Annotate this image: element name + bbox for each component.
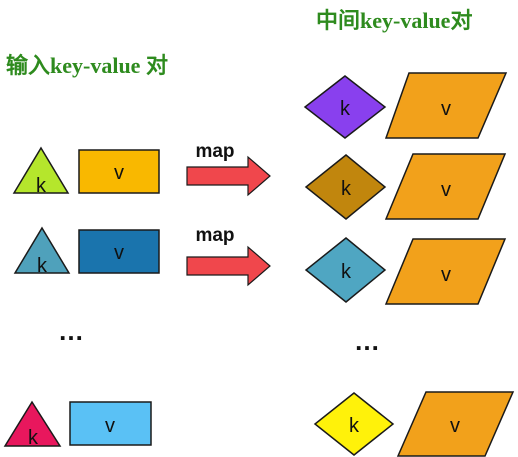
intermediate-pair-3: k v xyxy=(304,237,507,305)
intermediate-value-2-label: v xyxy=(441,179,451,201)
map-arrow-1: map xyxy=(186,141,271,197)
input-key-1-label: k xyxy=(36,175,47,197)
input-value-1-label: v xyxy=(114,162,124,184)
input-value-1-rect xyxy=(78,149,160,194)
intermediate-key-4-diamond xyxy=(313,392,395,456)
input-pair-3: k v xyxy=(3,400,152,449)
input-pairs-title: 输入key-value 对 xyxy=(6,53,168,78)
map-arrow-2-label: map xyxy=(195,225,234,246)
intermediate-key-4-label: k xyxy=(349,415,360,437)
map-arrow-2-shape xyxy=(186,245,271,287)
intermediate-value-3-parallelogram xyxy=(384,238,507,305)
intermediate-value-4-parallelogram xyxy=(396,391,515,457)
input-key-3-label: k xyxy=(28,427,39,449)
intermediate-pair-2: k v xyxy=(304,153,507,220)
input-value-3-rect xyxy=(69,401,152,446)
input-pair-1: k v xyxy=(12,146,160,197)
intermediate-key-1-diamond xyxy=(303,75,387,139)
intermediate-value-4-label: v xyxy=(450,415,460,437)
intermediate-key-1-label: k xyxy=(340,98,351,120)
intermediate-value-1-parallelogram xyxy=(384,72,508,139)
intermediate-key-3-diamond xyxy=(304,237,387,303)
intermediate-ellipsis: … xyxy=(354,326,380,356)
input-value-2-label: v xyxy=(114,242,124,264)
input-key-2-label: k xyxy=(37,255,48,277)
input-ellipsis: … xyxy=(58,316,84,346)
intermediate-pair-1: k v xyxy=(303,72,508,139)
input-value-3-label: v xyxy=(105,415,115,437)
input-key-2-triangle xyxy=(13,226,71,274)
map-arrow-2: map xyxy=(186,225,271,287)
input-key-3-triangle xyxy=(3,400,62,447)
map-arrow-1-label: map xyxy=(195,141,234,162)
intermediate-key-2-label: k xyxy=(341,178,352,200)
input-value-2-rect xyxy=(78,229,160,274)
intermediate-key-3-label: k xyxy=(341,261,352,283)
intermediate-pair-4: k v xyxy=(313,391,515,457)
input-pair-2: k v xyxy=(13,226,160,277)
intermediate-pairs-title: 中间key-value对 xyxy=(316,8,472,33)
intermediate-value-2-parallelogram xyxy=(384,153,507,220)
intermediate-key-2-diamond xyxy=(304,154,387,220)
intermediate-value-3-label: v xyxy=(441,264,451,286)
map-arrow-1-shape xyxy=(186,155,271,197)
input-key-1-triangle xyxy=(12,146,70,194)
intermediate-value-1-label: v xyxy=(441,98,451,120)
